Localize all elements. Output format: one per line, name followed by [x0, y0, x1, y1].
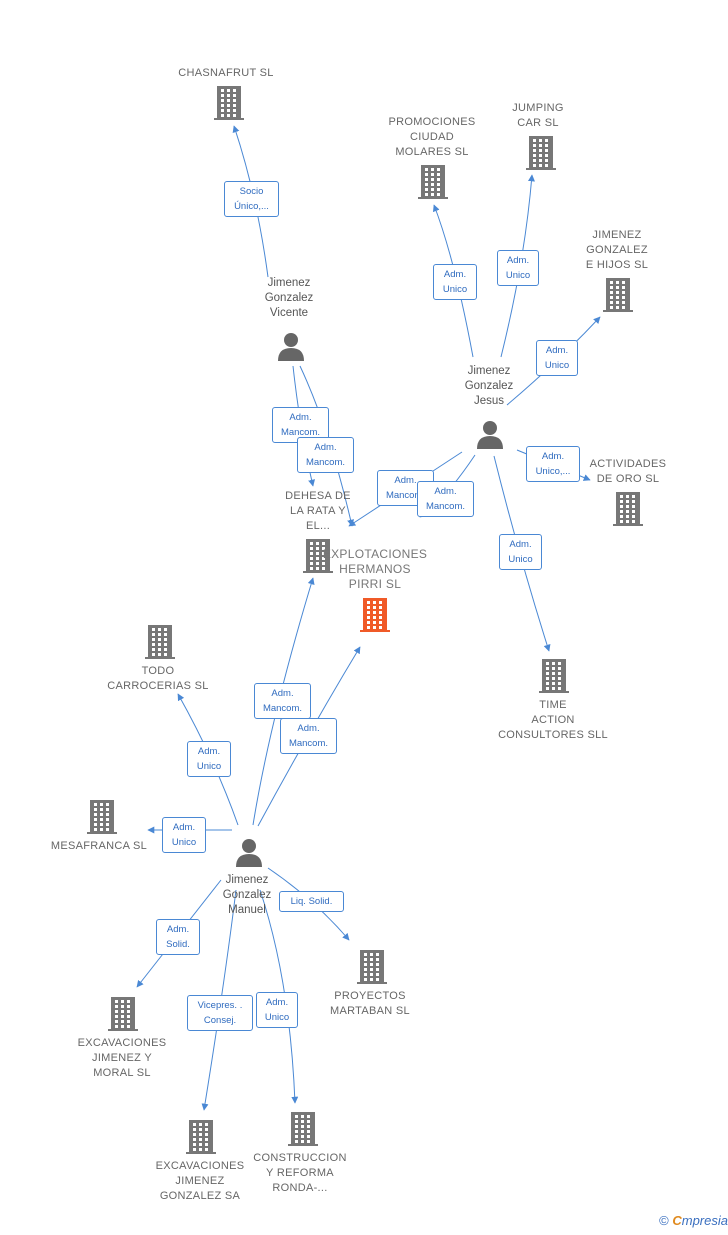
building-icon[interactable]	[417, 165, 449, 204]
person-icon[interactable]	[276, 331, 306, 366]
building-icon[interactable]	[525, 136, 557, 175]
building-icon[interactable]	[86, 800, 118, 839]
role-badge: Adm.Solid.	[156, 919, 200, 955]
building-icon[interactable]	[287, 1112, 319, 1151]
relationship-edge	[201, 889, 237, 1111]
empresia-watermark: © Cmpresia	[659, 1213, 728, 1228]
role-badge: Adm.Mancom.	[254, 683, 311, 719]
role-badge: Adm.Mancom.	[417, 481, 474, 517]
building-icon[interactable]	[612, 492, 644, 531]
building-icon[interactable]	[144, 625, 176, 664]
role-badge: Adm.Unico	[536, 340, 578, 376]
role-badge: Vicepres. .Consej.	[187, 995, 253, 1031]
relationship-edge	[259, 889, 299, 1104]
role-badge: Adm.Unico	[256, 992, 298, 1028]
company-label[interactable]: MESAFRANCA SL	[50, 840, 148, 852]
company-label[interactable]: CHASNAFRUT SL	[178, 67, 274, 79]
building-icon[interactable]	[359, 598, 391, 637]
building-icon[interactable]	[213, 86, 245, 125]
building-icon[interactable]	[185, 1120, 217, 1159]
building-icon[interactable]	[538, 659, 570, 698]
building-icon[interactable]	[107, 997, 139, 1036]
role-badge: Adm.Unico	[433, 264, 477, 300]
role-badge: Adm.Mancom.	[297, 437, 354, 473]
building-icon[interactable]	[602, 278, 634, 317]
role-badge: Adm.Unico	[162, 817, 206, 853]
role-badge: Adm.Unico	[497, 250, 539, 286]
role-badge: Adm.Unico,...	[526, 446, 580, 482]
person-icon[interactable]	[475, 419, 505, 454]
building-icon[interactable]	[302, 539, 334, 578]
role-badge: Adm.Unico	[499, 534, 542, 570]
building-icon[interactable]	[356, 950, 388, 989]
role-badge: Adm.Mancom.	[280, 718, 337, 754]
role-badge: Adm.Unico	[187, 741, 231, 777]
person-icon[interactable]	[234, 837, 264, 872]
role-badge: Liq. Solid.	[279, 891, 344, 912]
